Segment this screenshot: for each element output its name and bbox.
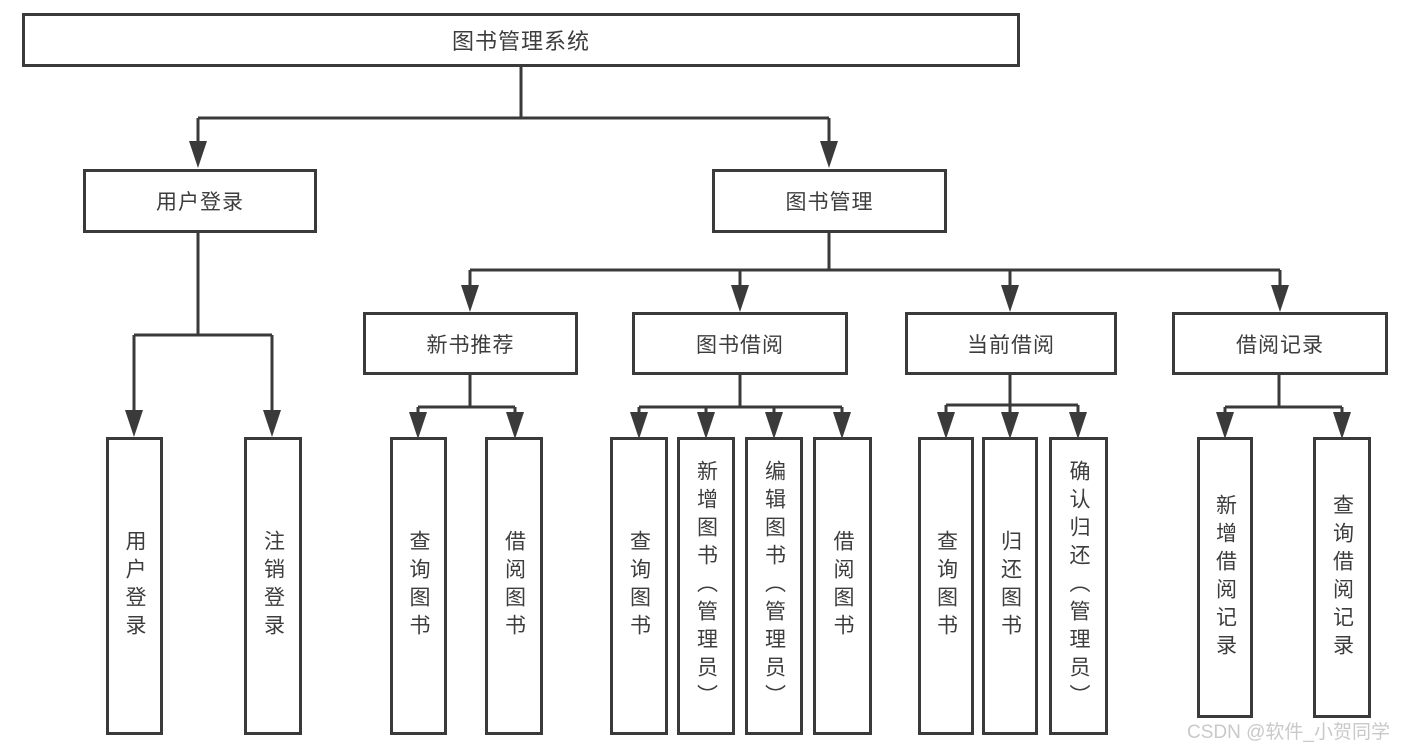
leaf-query-books-1-label: 查询图书 — [407, 530, 430, 642]
node-new-book-recommend: 新书推荐 — [363, 312, 578, 375]
leaf-borrow-books-1: 借阅图书 — [485, 437, 543, 735]
node-book-management: 图书管理 — [712, 169, 947, 233]
leaf-confirm-return-admin: 确认归还（管理员） — [1049, 437, 1108, 735]
leaf-return-book: 归还图书 — [982, 437, 1038, 735]
leaf-add-borrow-record: 新增借阅记录 — [1197, 437, 1253, 718]
leaf-logout: 注销登录 — [244, 437, 302, 735]
watermark: CSDN @软件_小贺同学 — [1187, 722, 1390, 743]
leaf-edit-book-admin-label: 编辑图书（管理员） — [762, 460, 786, 712]
node-book-borrowing: 图书借阅 — [632, 312, 848, 375]
leaf-add-book-admin-label: 新增图书（管理员） — [694, 460, 718, 712]
leaf-borrow-books-1-label: 借阅图书 — [502, 530, 526, 642]
connector-new-book-recommend-children — [409, 375, 524, 439]
leaf-edit-book-admin: 编辑图书（管理员） — [745, 437, 803, 735]
node-current-borrowing: 当前借阅 — [905, 312, 1117, 375]
leaf-user-login-label: 用户登录 — [123, 530, 146, 642]
leaf-query-books-3-label: 查询图书 — [934, 530, 958, 642]
connector-user-login-children — [125, 233, 281, 437]
leaf-query-books-2: 查询图书 — [610, 437, 668, 735]
connector-book-borrowing-children — [630, 375, 851, 439]
leaf-query-borrow-record: 查询借阅记录 — [1313, 437, 1371, 718]
node-root: 图书管理系统 — [22, 13, 1020, 67]
leaf-query-books-1: 查询图书 — [390, 437, 447, 735]
connector-root-to-level2 — [189, 67, 838, 168]
leaf-borrow-books-2-label: 借阅图书 — [831, 530, 854, 642]
leaf-return-book-label: 归还图书 — [998, 530, 1022, 642]
leaf-query-books-2-label: 查询图书 — [627, 530, 651, 642]
leaf-logout-label: 注销登录 — [261, 530, 285, 642]
leaf-borrow-books-2: 借阅图书 — [813, 437, 872, 735]
leaf-query-borrow-record-label: 查询借阅记录 — [1330, 493, 1354, 662]
leaf-query-books-3: 查询图书 — [918, 437, 974, 735]
leaf-user-login: 用户登录 — [106, 437, 163, 735]
leaf-add-book-admin: 新增图书（管理员） — [677, 437, 735, 735]
connector-borrowing-records-children — [1216, 375, 1351, 439]
node-borrowing-records: 借阅记录 — [1172, 312, 1388, 375]
leaf-confirm-return-admin-label: 确认归还（管理员） — [1067, 460, 1090, 712]
connector-current-borrowing-children — [937, 375, 1087, 439]
node-user-login: 用户登录 — [83, 169, 317, 233]
connector-book-management-children — [461, 233, 1289, 312]
leaf-add-borrow-record-label: 新增借阅记录 — [1213, 493, 1237, 662]
